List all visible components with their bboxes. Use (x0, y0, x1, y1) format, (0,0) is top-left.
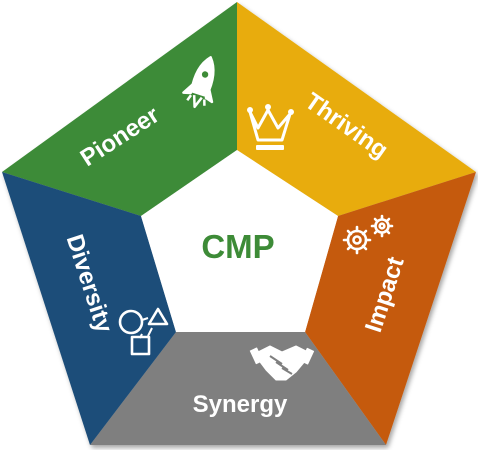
crown-icon (247, 104, 294, 150)
segment-pioneer (2, 2, 237, 216)
segment-synergy (90, 332, 386, 445)
label-synergy: Synergy (193, 391, 288, 418)
gears-icon (342, 214, 394, 255)
segment-diversity (2, 172, 176, 445)
segment-thriving (237, 2, 476, 216)
center-title: CMP (201, 228, 274, 265)
rocket-icon (182, 56, 215, 109)
handshake-icon (249, 345, 315, 381)
inner-pentagon (141, 150, 338, 332)
shapes-icon (118, 307, 169, 356)
